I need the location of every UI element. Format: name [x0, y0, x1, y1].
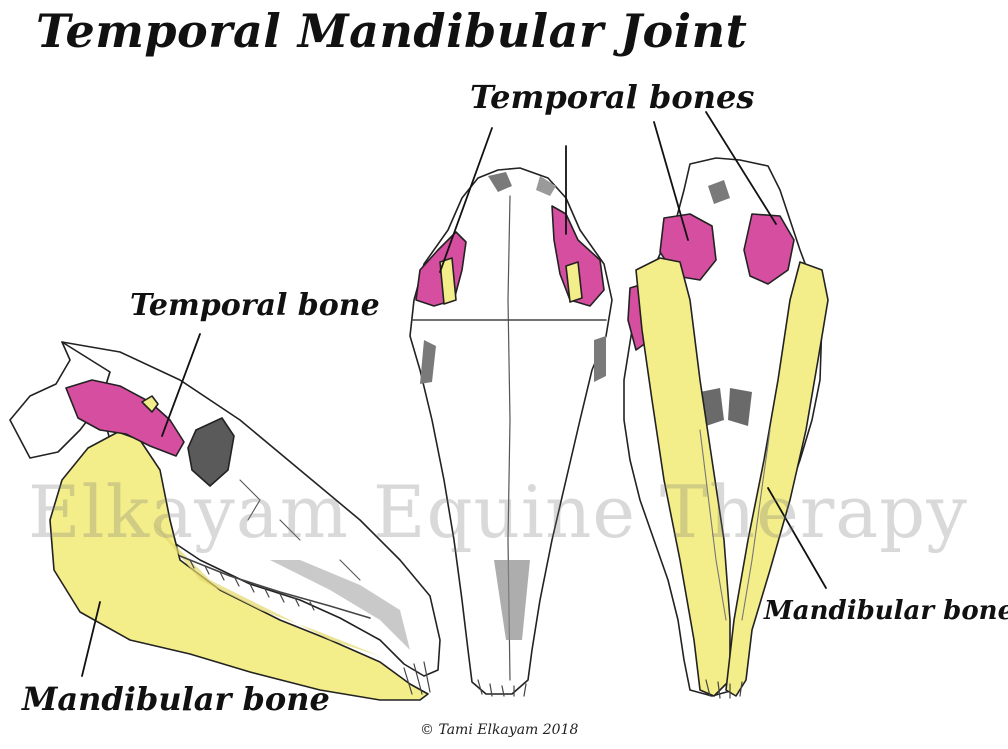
watermark: Elkayam Equine Therapy [28, 470, 968, 554]
label-temporal-bones: Temporal bones [470, 78, 754, 116]
copyright: © Tami Elkayam 2018 [420, 722, 578, 738]
label-mandibular-bone-right: Mandibular bone [764, 596, 1008, 626]
label-mandibular-bone-left: Mandibular bone [22, 680, 330, 718]
dorsal-skull [410, 168, 612, 696]
label-temporal-bone: Temporal bone [130, 288, 380, 323]
diagram-title: Temporal Mandibular Joint [36, 4, 747, 58]
